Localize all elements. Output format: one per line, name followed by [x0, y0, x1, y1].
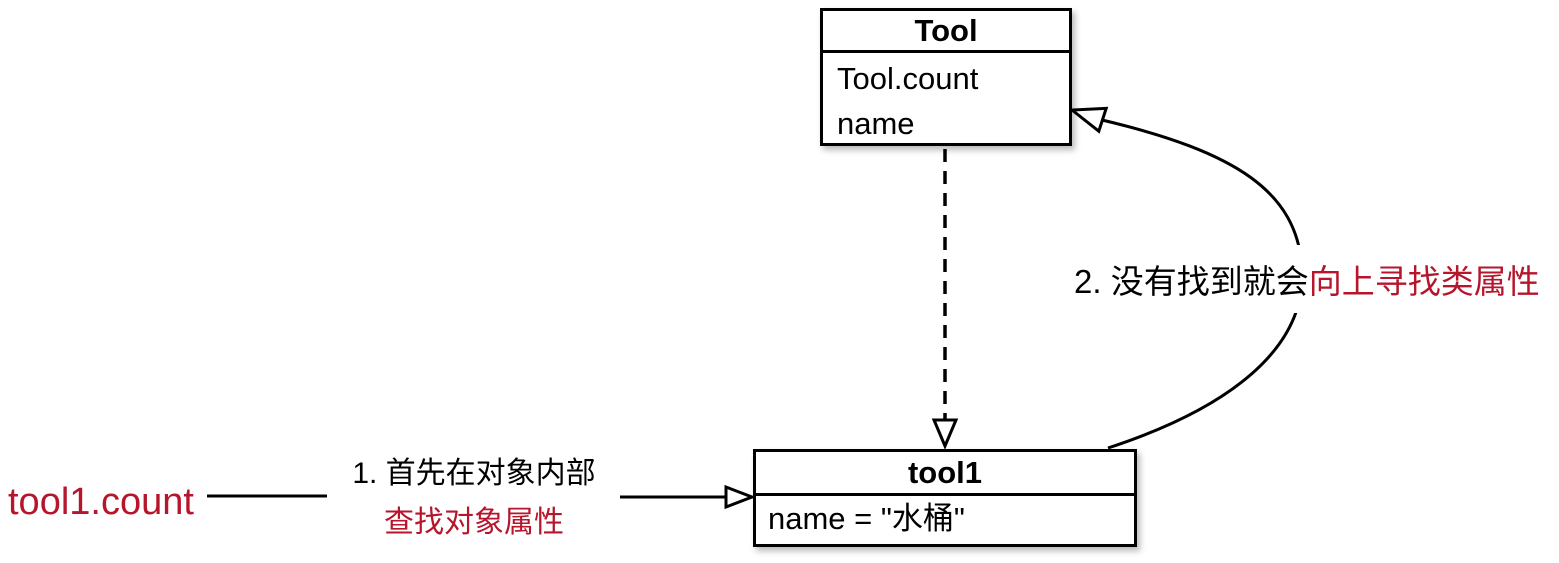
instance-attribute-name: name = "水桶" — [768, 501, 965, 536]
step2-black-part: 2. 没有找到就会 — [1074, 263, 1309, 300]
up-left-open-arrowhead-icon — [1067, 106, 1109, 134]
class-attribute-name: name — [837, 106, 915, 141]
step2-red-part: 向上寻找类属性 — [1308, 263, 1540, 300]
class-box-tool: Tool Tool.count name — [820, 8, 1072, 146]
instance-box-body: name = "水桶" — [756, 496, 1134, 540]
class-attribute-count: Tool.count — [837, 61, 979, 96]
class-box-title: Tool — [823, 11, 1069, 53]
step1-annotation: 1. 首先在对象内部 查找对象属性 — [325, 449, 623, 547]
step2-annotation: 2. 没有找到就会向上寻找类属性 — [1066, 245, 1548, 313]
instance-box-title: tool1 — [756, 452, 1134, 496]
down-open-arrowhead-icon — [931, 418, 959, 450]
step1-line1: 1. 首先在对象内部 — [352, 457, 596, 490]
expression-label: tool1.count — [8, 481, 194, 523]
instance-box-tool1: tool1 name = "水桶" — [753, 449, 1137, 547]
right-open-arrowhead-icon — [724, 484, 757, 510]
class-box-body: Tool.count name — [823, 53, 1069, 146]
step1-line2: 查找对象属性 — [384, 506, 564, 539]
